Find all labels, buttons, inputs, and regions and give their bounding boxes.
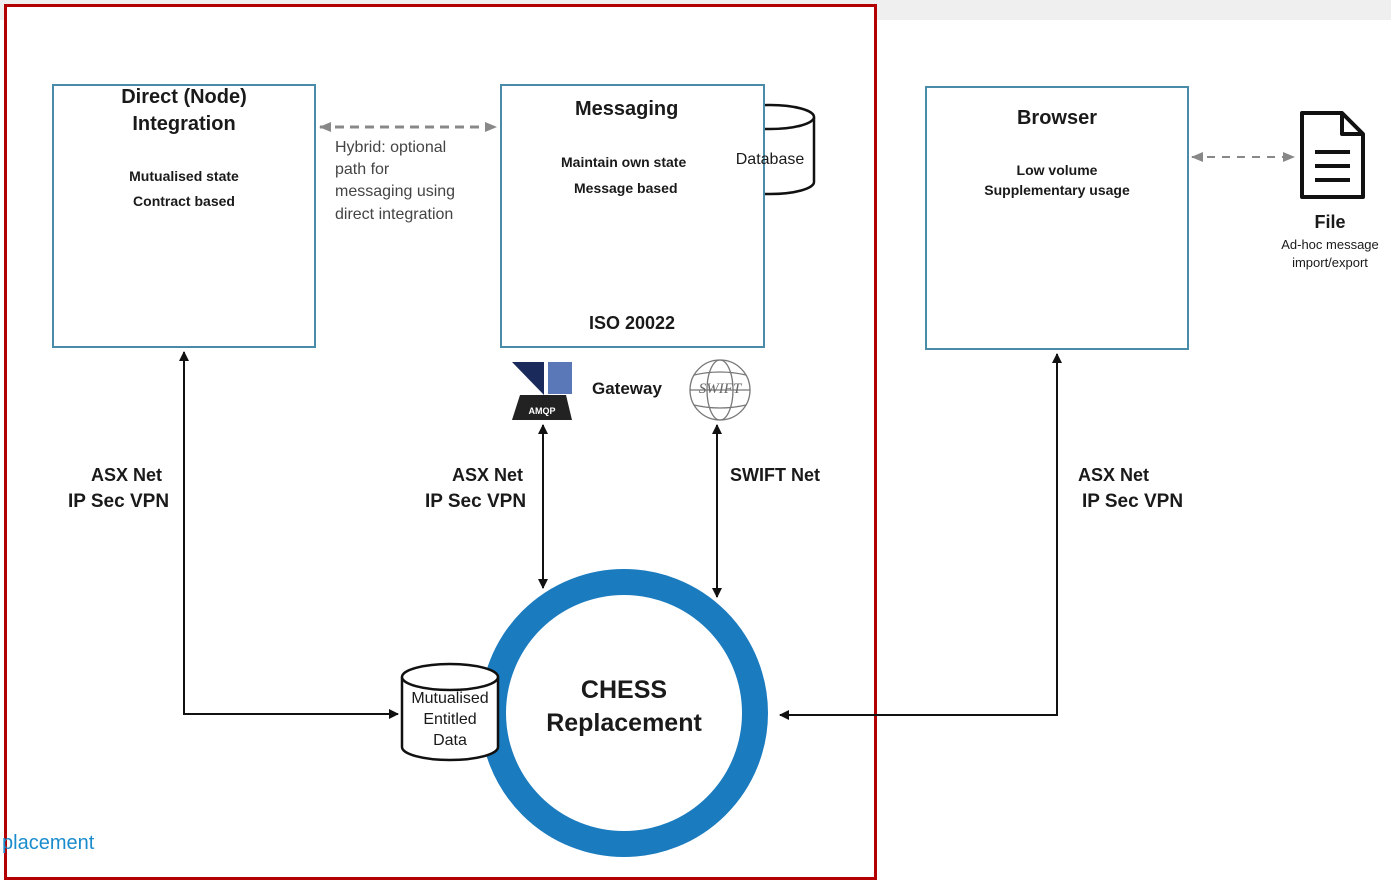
right-connector: [779, 353, 1062, 720]
messaging-title: Messaging: [575, 98, 679, 120]
direct-title-line1: Direct (Node): [121, 86, 247, 108]
chess-line1: CHESS: [580, 676, 668, 704]
messaging-line2: Message based: [574, 180, 678, 196]
left-conn-line2: IP Sec VPN: [68, 491, 170, 512]
hybrid-line1: Hybrid: optional: [335, 139, 447, 156]
right-conn-line2: IP Sec VPN: [1082, 491, 1184, 512]
left-conn-line1: ASX Net: [91, 465, 163, 485]
right-conn-line1: ASX Net: [1078, 465, 1150, 485]
swift-net-label: SWIFT Net: [730, 465, 820, 485]
file-title: File: [1314, 212, 1346, 232]
caption-text[interactable]: placement: [2, 832, 95, 854]
database-label: Database: [735, 151, 805, 168]
file-line1: Ad-hoc message: [1281, 237, 1379, 252]
direct-integration-box: [52, 84, 316, 348]
file-line2: import/export: [1292, 255, 1368, 270]
direct-line1: Mutualised state: [129, 168, 239, 184]
hybrid-line2: path for: [335, 161, 390, 178]
messaging-line1: Maintain own state: [561, 154, 687, 170]
left-connector: [179, 351, 399, 719]
browser-line2: Supplementary usage: [984, 182, 1130, 198]
browser-line1: Low volume: [1016, 162, 1098, 178]
chess-line2: Replacement: [546, 709, 702, 737]
direct-line2: Contract based: [133, 193, 235, 209]
iso-logo-text: ISO: [592, 240, 673, 289]
iso-caption: ISO 20022: [588, 313, 676, 333]
hybrid-line4: direct integration: [335, 206, 454, 223]
mid-conn-line1: ASX Net: [452, 465, 524, 485]
browser-title: Browser: [1016, 107, 1098, 129]
mutualised-line1: Mutualised: [411, 690, 489, 707]
browser-box: [925, 86, 1189, 350]
amqp-logo: [512, 362, 572, 422]
hybrid-line3: messaging using: [335, 183, 456, 200]
amqp-logo-text: AMQP: [528, 406, 556, 416]
mutualised-data-cylinder: [400, 662, 500, 762]
direct-title-line2: Integration: [132, 113, 236, 135]
messaging-box: [500, 84, 765, 348]
mutualised-line3: Data: [433, 732, 467, 749]
gateway-label: Gateway: [592, 379, 662, 398]
mid-conn-line2: IP Sec VPN: [425, 491, 527, 512]
swift-logo-text: SWIFT: [698, 381, 742, 397]
file-doc-icon: [1300, 111, 1365, 199]
mutualised-line2: Entitled: [423, 711, 477, 728]
swift-logo: [689, 359, 751, 421]
